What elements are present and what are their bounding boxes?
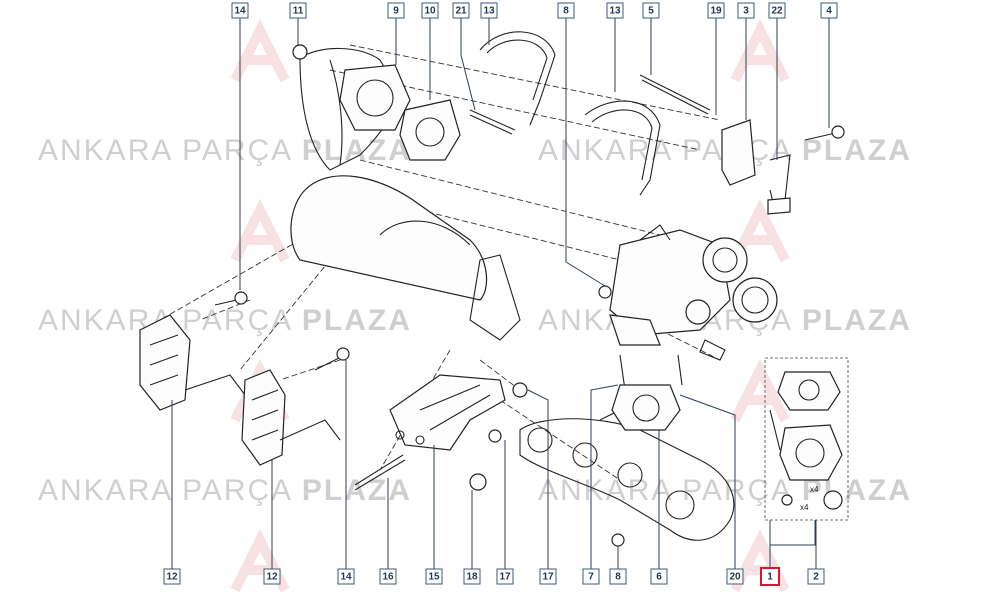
svg-text:2: 2	[813, 572, 819, 583]
callout-18: 18	[463, 568, 481, 585]
svg-text:13: 13	[609, 6, 621, 17]
svg-text:21: 21	[455, 6, 467, 17]
callout-17-a: 17	[496, 568, 514, 585]
svg-text:9: 9	[393, 6, 399, 17]
callouts-bottom: 12 12 14 16 15 18 17 17 7 8 6 20 1 2	[163, 567, 825, 586]
callout-8-top: 8	[557, 2, 575, 19]
callout-17-b: 17	[539, 568, 557, 585]
kit-quantity-2: x4	[800, 503, 809, 512]
kit-quantity-1: x4	[810, 485, 819, 494]
callout-13-a: 13	[480, 2, 498, 19]
svg-text:7: 7	[588, 572, 594, 583]
svg-text:17: 17	[542, 572, 554, 583]
callout-14-bottom: 14	[337, 568, 355, 585]
callout-8-bottom: 8	[609, 568, 627, 585]
svg-text:22: 22	[771, 6, 783, 17]
svg-text:ANKARA PARÇA PLAZA: ANKARA PARÇA PLAZA	[538, 304, 912, 337]
svg-text:13: 13	[483, 6, 495, 17]
callout-7: 7	[582, 568, 600, 585]
studs-and-bolts	[214, 44, 845, 547]
callout-21: 21	[452, 2, 470, 19]
flange-gaskets	[339, 64, 461, 161]
callout-5: 5	[642, 2, 660, 19]
support-clamps	[479, 31, 661, 196]
svg-text:15: 15	[428, 572, 440, 583]
svg-text:12: 12	[166, 572, 178, 583]
svg-text:3: 3	[743, 6, 749, 17]
support-bracket	[389, 374, 506, 451]
svg-text:ANKARA PARÇA PLAZA: ANKARA PARÇA PLAZA	[38, 474, 412, 507]
svg-text:ANKARA PARÇA PLAZA: ANKARA PARÇA PLAZA	[38, 134, 412, 167]
callout-13-b: 13	[606, 2, 624, 19]
heat-shields	[139, 314, 341, 466]
svg-text:1: 1	[767, 572, 773, 583]
callout-22: 22	[768, 2, 786, 19]
callout-12-a: 12	[163, 568, 181, 585]
svg-text:4: 4	[826, 6, 832, 17]
leader-lines-bottom	[171, 360, 817, 570]
callout-19: 19	[707, 2, 725, 19]
callout-12-b: 12	[263, 568, 281, 585]
svg-text:6: 6	[656, 572, 662, 583]
svg-text:5: 5	[648, 6, 654, 17]
callout-11: 11	[289, 2, 307, 19]
callout-9: 9	[387, 2, 405, 19]
svg-text:14: 14	[340, 572, 352, 583]
callout-1-highlighted: 1	[760, 567, 780, 586]
svg-text:14: 14	[234, 6, 246, 17]
svg-text:ANKARA PARÇA PLAZA: ANKARA PARÇA PLAZA	[38, 304, 412, 337]
svg-text:12: 12	[266, 572, 278, 583]
callout-3: 3	[737, 2, 755, 19]
callout-4: 4	[820, 2, 838, 19]
svg-text:16: 16	[382, 572, 394, 583]
leader-lines-top	[239, 18, 830, 290]
svg-text:8: 8	[615, 572, 621, 583]
turbo-brackets	[721, 119, 791, 215]
svg-text:10: 10	[424, 6, 436, 17]
callout-14-top: 14	[231, 2, 249, 19]
turbocharger	[609, 224, 778, 361]
callout-10: 10	[421, 2, 439, 19]
callout-15: 15	[425, 568, 443, 585]
callouts-top: 14 11 9 10 21 13 8 13 5 19 3 22 4	[231, 2, 838, 19]
svg-text:20: 20	[729, 572, 741, 583]
svg-text:11: 11	[293, 6, 304, 17]
svg-text:ANKARA PARÇA PLAZA: ANKARA PARÇA PLAZA	[538, 474, 912, 507]
watermark-text: ANKARA PARÇA PLAZA ANKARA PARÇA PLAZA AN…	[38, 134, 912, 507]
svg-text:8: 8	[563, 6, 569, 17]
svg-text:17: 17	[499, 572, 511, 583]
gasket-kit: x4 x4	[611, 357, 849, 521]
callout-2: 2	[807, 568, 825, 585]
svg-text:19: 19	[710, 6, 722, 17]
callout-16: 16	[379, 568, 397, 585]
svg-text:18: 18	[466, 572, 478, 583]
callout-6: 6	[650, 568, 668, 585]
callout-20: 20	[726, 568, 744, 585]
